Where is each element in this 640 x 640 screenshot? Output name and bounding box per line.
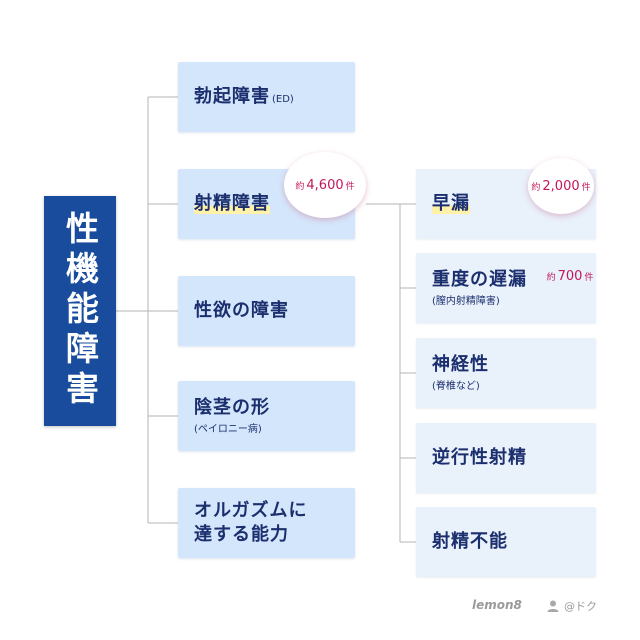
category-orgasm-ability: オルガズムに 達する能力 — [178, 488, 355, 558]
user-credit: @ドク — [546, 598, 597, 614]
category-label: 勃起障害 — [194, 85, 270, 107]
root-node: 性機能障害 — [44, 196, 116, 426]
premature-count-badge: 約 2,000 件 — [528, 158, 594, 214]
category-label: 性欲の障害 — [194, 299, 289, 321]
category-libido-disorder: 性欲の障害 — [178, 276, 355, 346]
subtype-sublabel: (膣内射精障害) — [432, 295, 500, 307]
category-penis-shape: 陰茎の形 (ペイロニー病) — [178, 381, 355, 451]
count-number: 700 — [557, 268, 583, 284]
subtype-label: 逆行性射精 — [432, 446, 527, 468]
delayed-count-badge: 約 700 件 — [544, 256, 596, 296]
lemon8-watermark: lemon8 — [472, 598, 522, 612]
count-suffix: 件 — [581, 182, 591, 193]
category-paren: (ED) — [272, 93, 294, 105]
user-icon — [547, 600, 559, 612]
count-prefix: 約 — [295, 181, 305, 192]
subtype-label: 早漏 — [432, 192, 470, 214]
count-suffix: 件 — [584, 272, 594, 283]
category-label: 陰茎の形 — [194, 397, 270, 419]
subtype-delayed: 重度の遅漏 (膣内射精障害) — [416, 253, 596, 323]
category-erectile-disorder: 勃起障害(ED) — [178, 62, 355, 132]
category-label: 射精障害 — [194, 192, 270, 214]
root-title: 性機能障害 — [60, 211, 100, 411]
subtype-neurogenic: 神経性 (脊椎など) — [416, 338, 596, 408]
subtype-retrograde: 逆行性射精 — [416, 423, 596, 493]
count-prefix: 約 — [531, 182, 541, 193]
category-sublabel: (ペイロニー病) — [194, 423, 262, 435]
count-prefix: 約 — [546, 272, 556, 283]
user-handle: @ドク — [564, 600, 597, 613]
subtype-label: 射精不能 — [432, 530, 508, 552]
subtype-label: 神経性 — [432, 354, 489, 376]
subtype-sublabel: (脊椎など) — [432, 380, 480, 392]
subtype-anejaculation: 射精不能 — [416, 507, 596, 577]
category-label: オルガズムに — [194, 499, 308, 521]
category-label-line2: 達する能力 — [194, 524, 289, 545]
subtype-label: 重度の遅漏 — [432, 269, 527, 291]
count-number: 2,000 — [542, 178, 580, 194]
ejaculation-count-badge: 約 4,600 件 — [284, 152, 366, 218]
count-suffix: 件 — [345, 181, 355, 192]
count-number: 4,600 — [306, 177, 344, 193]
